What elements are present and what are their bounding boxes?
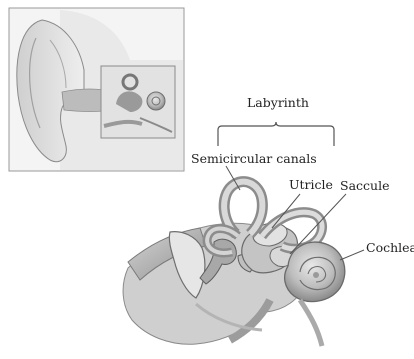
inset-ear-overview — [9, 8, 184, 171]
label-cochlea: Cochlea — [366, 241, 414, 255]
inner-ear-enlarged — [123, 182, 345, 346]
label-semicircular-canals: Semicircular canals — [191, 152, 317, 166]
cochlea-shape — [285, 242, 345, 302]
label-saccule: Saccule — [340, 179, 389, 193]
leader-cochlea — [340, 250, 364, 260]
labyrinth-bracket — [218, 122, 334, 146]
label-labyrinth: Labyrinth — [247, 96, 309, 110]
label-utricle: Utricle — [289, 178, 333, 192]
